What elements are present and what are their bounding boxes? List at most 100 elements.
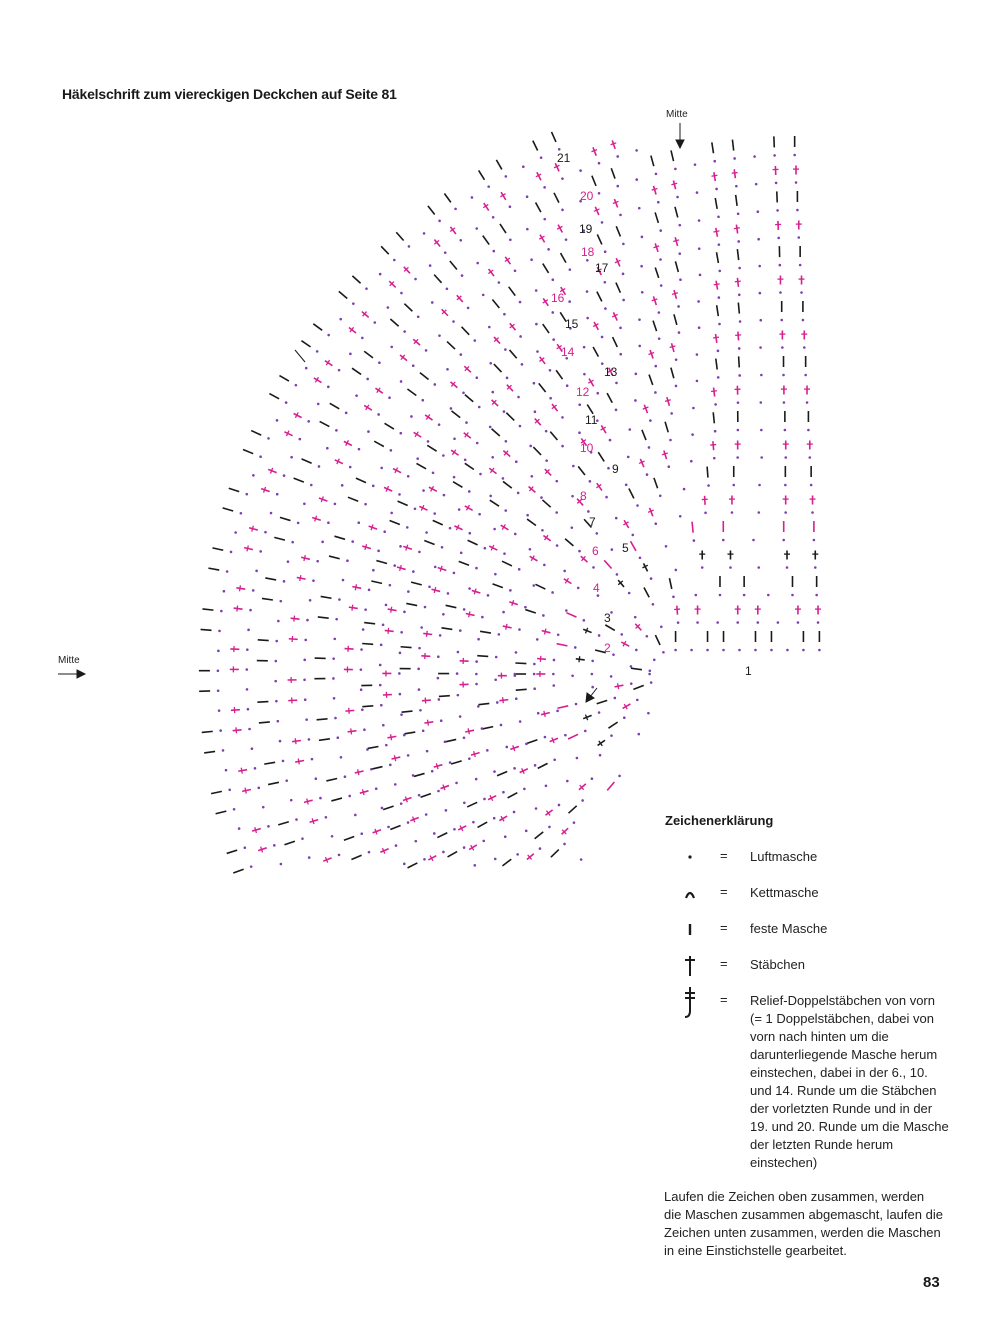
chain-mark: [674, 568, 678, 572]
chain-mark: [535, 322, 538, 326]
chain-mark: [636, 504, 639, 507]
stitch-bar: [405, 544, 409, 551]
chain-mark: [645, 473, 649, 476]
chain-mark: [289, 798, 293, 802]
chain-mark: [327, 333, 330, 337]
stitch-mark: [559, 252, 567, 264]
chain-mark: [588, 480, 592, 483]
stitch-bar: [551, 404, 557, 410]
stitch-bar: [473, 588, 477, 595]
stitch-bar: [491, 399, 497, 405]
stitch-bar: [394, 467, 399, 474]
chain-mark: [481, 293, 485, 297]
chain-mark: [399, 380, 403, 383]
stitch-mark: [502, 480, 513, 489]
chain-mark: [503, 835, 507, 839]
chain-mark: [753, 155, 756, 158]
stitch-mark: [449, 260, 458, 270]
stitch-mark: [648, 507, 654, 517]
chain-mark: [738, 266, 741, 270]
stitch-mark: [222, 507, 234, 512]
chain-mark: [492, 249, 496, 253]
stitch-bar: [617, 580, 624, 586]
stitch-mark: [583, 518, 593, 528]
chain-mark: [219, 729, 222, 732]
stitch-bar: [487, 269, 494, 275]
chain-mark: [424, 813, 428, 816]
stitch-mark: [500, 191, 507, 201]
stitch-mark: [338, 290, 348, 300]
round-number: 8: [580, 489, 587, 503]
stitch-bar: [710, 390, 718, 393]
stitch-mark: [491, 298, 500, 309]
stitch-bar: [238, 585, 242, 592]
chart-round: [287, 165, 800, 863]
chain-mark: [335, 429, 338, 432]
stitch-bar: [527, 854, 533, 860]
chain-mark: [774, 181, 778, 185]
stitch-mark: [555, 369, 564, 380]
chain-mark: [278, 739, 282, 743]
chain-mark: [483, 546, 487, 550]
chart-round: [594, 576, 818, 736]
chain-mark: [555, 479, 559, 483]
stitch-mark: [290, 617, 300, 620]
chain-mark: [423, 857, 426, 861]
chain-mark: [674, 648, 677, 652]
stitch-bar: [430, 485, 435, 492]
chain-mark: [528, 547, 532, 551]
page-number: 83: [923, 1274, 940, 1291]
stitch-mark: [261, 597, 273, 601]
stitch-mark: [493, 336, 501, 345]
chain-mark: [543, 735, 547, 739]
stitch-bar: [435, 763, 439, 770]
stitch-mark: [384, 629, 394, 633]
round-number: 10: [580, 441, 594, 455]
stitch-mark: [278, 821, 290, 826]
stitch-mark: [508, 349, 518, 359]
chain-mark: [463, 801, 466, 805]
stitch-mark: [418, 505, 428, 511]
chain-mark: [402, 862, 406, 866]
chain-mark: [303, 502, 306, 506]
chain-mark: [626, 455, 630, 459]
stitch-mark: [395, 231, 405, 242]
stitch-mark: [560, 286, 567, 296]
chain-mark: [609, 675, 613, 678]
chain-mark: [778, 263, 782, 267]
chain-mark: [456, 693, 460, 697]
stitch-bar: [561, 829, 567, 835]
stitch-mark: [648, 374, 654, 386]
chain-mark: [477, 405, 481, 409]
chain-mark: [442, 454, 445, 457]
stitch-bar: [591, 148, 598, 153]
chain-mark: [696, 621, 699, 624]
chain-mark: [433, 383, 437, 386]
chain-mark: [418, 646, 421, 650]
stitch-bar: [465, 504, 470, 511]
stitch-bar: [472, 751, 476, 758]
stitch-mark: [460, 326, 470, 336]
stitch-bar: [671, 182, 678, 186]
stitch-mark: [293, 412, 302, 419]
stitch-mark: [320, 595, 332, 600]
chain-mark: [274, 659, 278, 663]
chain-mark: [372, 568, 375, 572]
stitch-bar: [651, 298, 658, 302]
stitch-bar: [441, 309, 447, 315]
chain-mark: [773, 154, 776, 157]
chain-mark: [581, 799, 584, 802]
stitch-mark: [630, 667, 642, 671]
chain-mark: [430, 769, 434, 773]
stitch-mark: [257, 639, 269, 642]
double-crochet-icon: [685, 956, 695, 976]
chain-mark: [400, 713, 403, 716]
chain-mark: [431, 471, 435, 475]
chain-mark: [535, 638, 539, 641]
chain-mark: [674, 167, 677, 171]
stitch-bar: [542, 299, 549, 304]
chain-mark: [421, 398, 425, 402]
chain-mark: [452, 320, 455, 323]
chain-mark: [400, 630, 403, 634]
chain-mark: [411, 364, 415, 367]
